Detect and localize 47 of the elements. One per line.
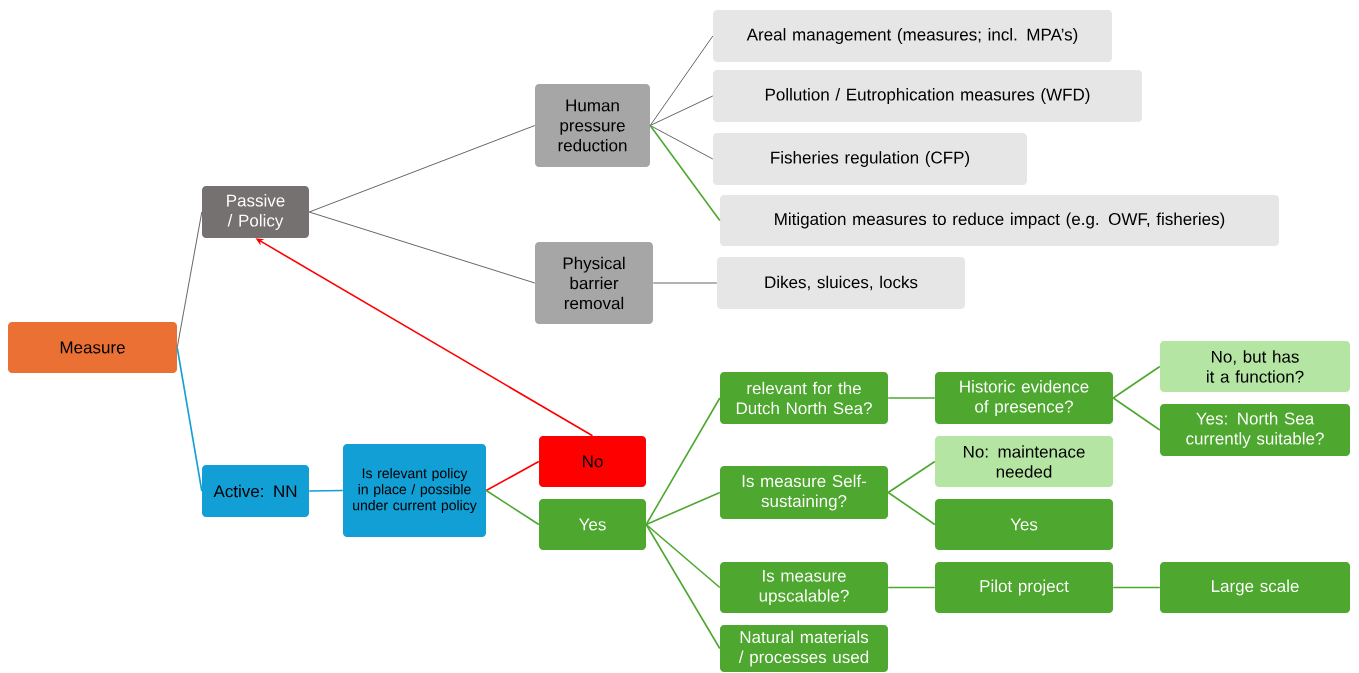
process-box: Pilot project <box>935 562 1113 613</box>
connector-line <box>649 125 714 160</box>
connector-line <box>645 523 721 650</box>
process-box: Human pressure reduction <box>535 84 650 167</box>
process-box: No, but has it a function? <box>1160 341 1350 392</box>
connector-line <box>176 346 203 492</box>
process-box: Passive / Policy <box>202 186 309 238</box>
connector-line <box>176 211 203 348</box>
connector-line <box>645 491 721 526</box>
process-box: Yes <box>935 499 1113 550</box>
connector-line <box>645 397 721 526</box>
connector-line <box>1112 365 1161 399</box>
process-box: Physical barrier removal <box>535 242 653 324</box>
root-box: Measure <box>8 322 177 373</box>
connector-line <box>1112 586 1161 589</box>
connector-line <box>308 211 536 284</box>
connector-line <box>887 491 936 526</box>
answer-box: No <box>539 436 646 487</box>
process-box: Is measure upscalable? <box>720 562 888 613</box>
process-box: Large scale <box>1160 562 1350 613</box>
process-box: Yes: North Sea currently suitable? <box>1160 404 1350 456</box>
connector-line <box>485 489 540 526</box>
connector-line <box>645 523 721 589</box>
connector-line <box>1112 397 1161 431</box>
connector-line <box>649 95 714 126</box>
connector-line <box>649 35 714 126</box>
connector-line <box>308 125 536 213</box>
process-box: Historic evidence of presence? <box>935 372 1113 424</box>
connector-line <box>887 460 936 494</box>
connector-line <box>485 460 540 492</box>
process-box: Natural materials / processes used <box>720 625 888 672</box>
connector-line <box>652 282 718 284</box>
connector-line <box>649 124 721 222</box>
process-box: Is measure Self-sustaining? <box>720 466 888 519</box>
process-box: Dikes, sluices, locks <box>717 257 965 309</box>
process-box: Fisheries regulation (CFP) <box>713 133 1027 185</box>
process-box: Pollution / Eutrophication measures (WFD) <box>713 70 1142 122</box>
answer-box: Yes <box>539 499 646 550</box>
process-box: Areal management (measures; incl. MPA’s) <box>713 10 1112 62</box>
question-box: Is relevant policy in place / possible under current policy <box>343 444 486 537</box>
process-box: Mitigation measures to reduce impact (e.g. OWF, fisheries) <box>720 195 1279 246</box>
connector-line <box>887 586 936 589</box>
connector-line <box>887 397 936 399</box>
process-box: No: maintenace needed <box>935 436 1113 487</box>
process-box: relevant for the Dutch North Sea? <box>720 372 888 424</box>
connector-line <box>308 489 344 492</box>
process-box: Active: NN <box>202 465 309 517</box>
